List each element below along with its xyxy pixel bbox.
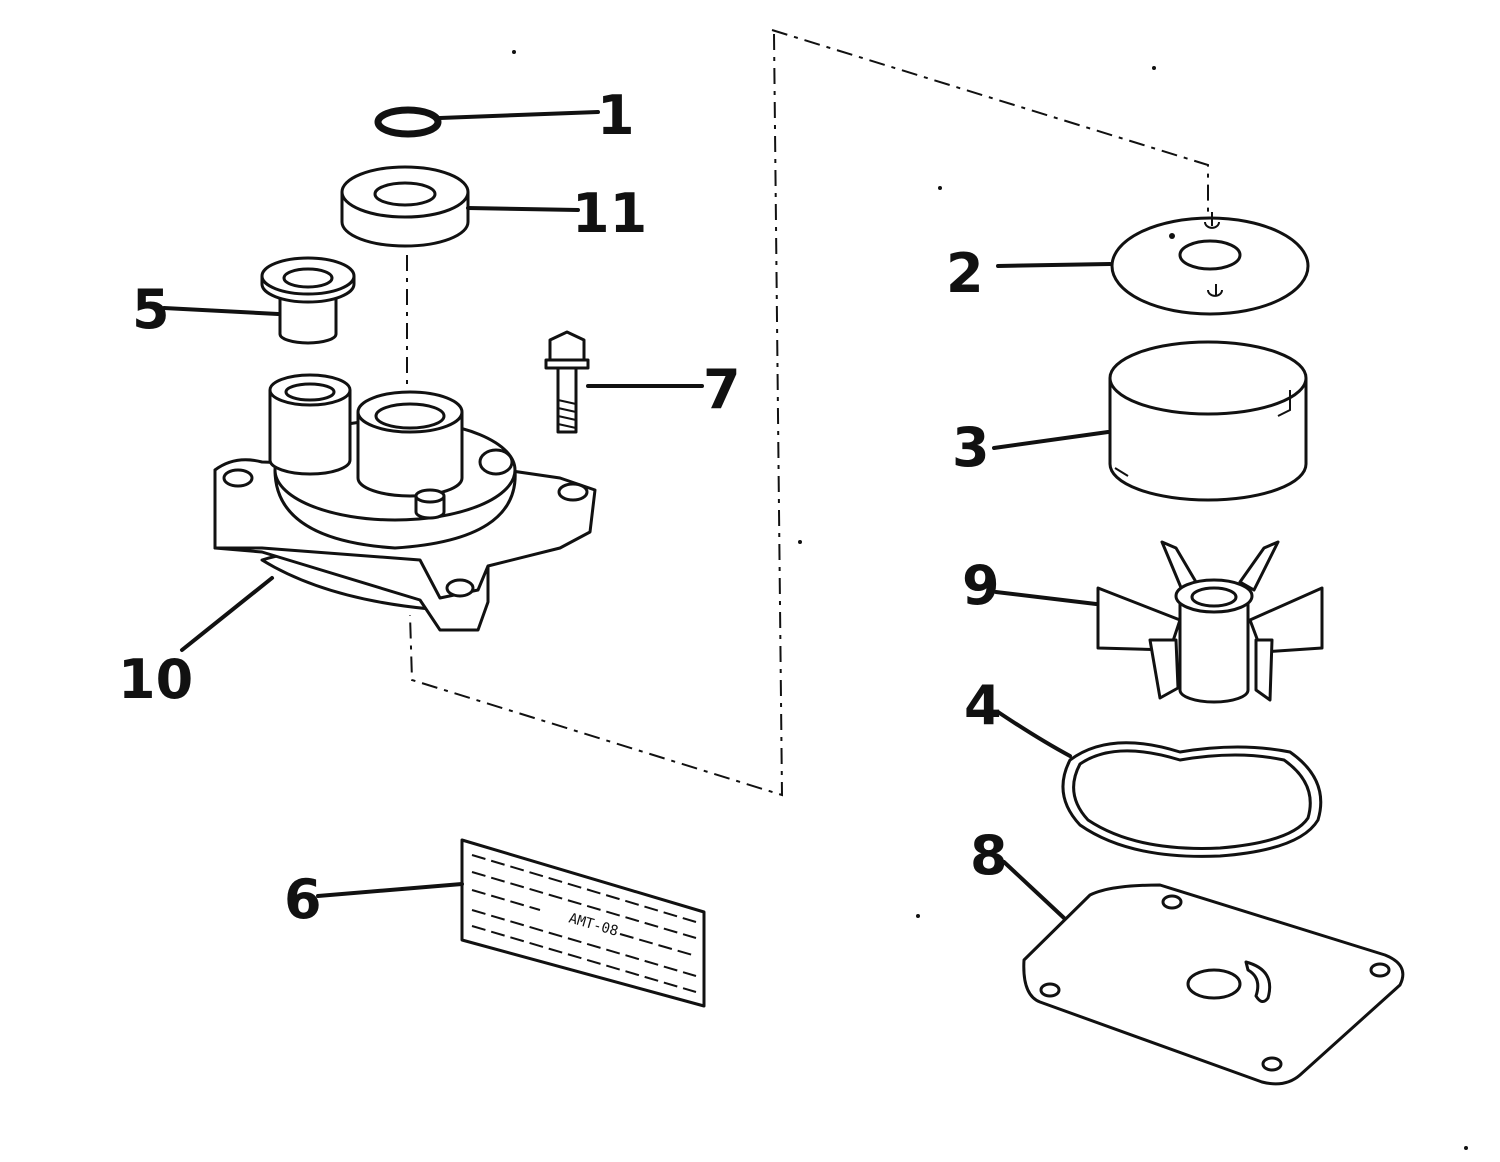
part-7-bolt [544,330,590,434]
callout-6: 6 [284,868,322,931]
callout-7: 7 [703,358,741,421]
callout-9: 9 [962,554,1000,617]
callout-5: 5 [132,278,170,341]
part-8-plate [1022,883,1405,1086]
part-11-seal [340,165,470,248]
callout-11: 11 [572,182,647,245]
callout-numbers: 1 2 3 4 5 6 7 8 9 10 11 [118,84,1008,931]
part-5-bushing [260,256,356,345]
part-4-gasket [1061,741,1323,858]
assembly-centerlines [406,29,1209,797]
callout-3: 3 [952,416,990,479]
part-2-plate [1110,212,1310,316]
part-9-impeller [1096,540,1324,704]
leader-lines [162,110,1112,920]
part-6-decal: AMT-08 [460,838,706,1008]
callout-1: 1 [597,84,635,147]
callout-4: 4 [964,674,1002,737]
scan-specks [512,50,1468,1150]
callout-8: 8 [970,824,1008,887]
part-10-pump-housing [213,373,597,632]
part-3-liner [1108,340,1308,502]
callout-10: 10 [118,648,193,711]
callout-2: 2 [946,242,984,305]
part-1-o-ring [374,106,442,138]
